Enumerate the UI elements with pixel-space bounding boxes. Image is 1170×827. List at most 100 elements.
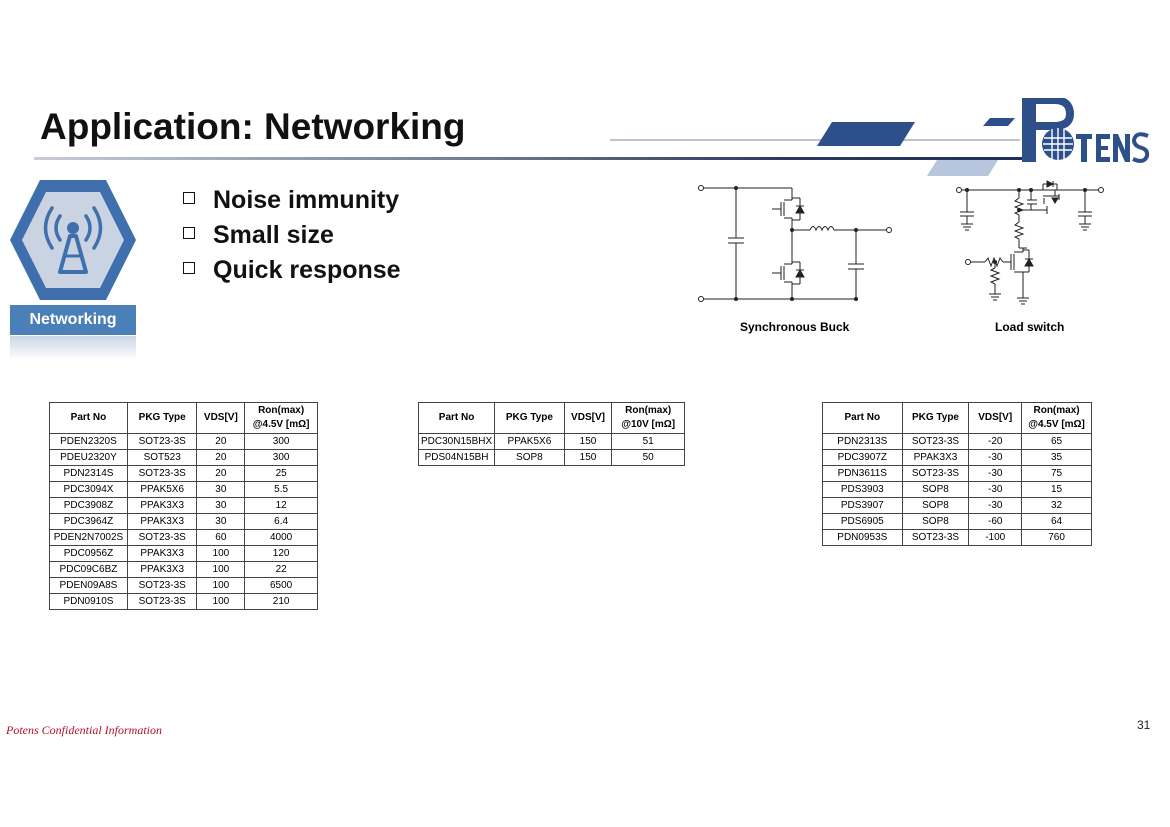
cell-pkg-type: SOP8 — [494, 449, 565, 466]
cell-ron: 300 — [244, 433, 318, 450]
cell-pkg-type: PPAK3X3 — [901, 449, 970, 466]
col-header-vds: VDS[V] — [196, 402, 246, 434]
col-header-vds: VDS[V] — [563, 402, 613, 434]
cell-ron: 35 — [1021, 449, 1092, 466]
cell-ron: 51 — [611, 433, 685, 450]
cell-ron: 210 — [244, 593, 318, 610]
cell-pkg-type: SOT23-3S — [901, 465, 970, 482]
table-header-row: Part No PKG Type VDS[V] Ron(max)@4.5V [m… — [49, 402, 318, 434]
synchronous-buck-schematic — [698, 185, 892, 302]
pch-parts-table-right: Part No PKG Type VDS[V] Ron(max)@4.5V [m… — [822, 402, 1092, 546]
cell-pkg-type: SOT23-3S — [126, 433, 198, 450]
col-header-pkg-type: PKG Type — [901, 402, 970, 434]
cell-ron: 5.5 — [244, 481, 318, 498]
bullet-item: Small size — [183, 221, 334, 250]
cell-pkg-type: SOT23-3S — [126, 593, 198, 610]
cell-vds: 60 — [196, 529, 246, 546]
cell-pkg-type: PPAK3X3 — [126, 561, 198, 578]
networking-label: Networking — [10, 305, 136, 335]
cell-pkg-type: SOP8 — [901, 481, 970, 498]
cell-ron: 75 — [1021, 465, 1092, 482]
cell-vds: 20 — [196, 449, 246, 466]
cell-part-no: PDN0910S — [49, 593, 128, 610]
cell-pkg-type: SOT523 — [126, 449, 198, 466]
cell-vds: -30 — [968, 497, 1023, 514]
cell-part-no: PDEN2320S — [49, 433, 128, 450]
cell-pkg-type: SOT23-3S — [901, 433, 970, 450]
cell-ron: 15 — [1021, 481, 1092, 498]
cell-pkg-type: SOT23-3S — [901, 529, 970, 546]
cell-part-no: PDC3964Z — [49, 513, 128, 530]
cell-part-no: PDC3094X — [49, 481, 128, 498]
cell-pkg-type: PPAK3X3 — [126, 513, 198, 530]
cell-ron: 22 — [244, 561, 318, 578]
cell-ron: 6500 — [244, 577, 318, 594]
checkbox-bullet-icon — [183, 262, 195, 275]
cell-vds: -30 — [968, 449, 1023, 466]
col-header-vds: VDS[V] — [968, 402, 1023, 434]
cell-pkg-type: PPAK5X6 — [126, 481, 198, 498]
cell-ron: 12 — [244, 497, 318, 514]
cell-part-no: PDEU2320Y — [49, 449, 128, 466]
cell-pkg-type: SOT23-3S — [126, 529, 198, 546]
cell-vds: 150 — [563, 433, 613, 450]
col-header-part-no: Part No — [822, 402, 903, 434]
cell-ron: 120 — [244, 545, 318, 562]
page-title: Application: Networking — [40, 106, 466, 147]
table-header-row: Part No PKG Type VDS[V] Ron(max)@4.5V [m… — [822, 402, 1092, 434]
cell-part-no: PDC30N15BHX — [417, 433, 496, 450]
cell-part-no: PDC3908Z — [49, 497, 128, 514]
cell-ron: 4000 — [244, 529, 318, 546]
cell-ron: 300 — [244, 449, 318, 466]
potens-logo — [1022, 98, 1150, 163]
col-header-part-no: Part No — [417, 402, 496, 434]
cell-vds: 100 — [196, 561, 246, 578]
cell-vds: -60 — [968, 513, 1023, 530]
col-header-pkg-type: PKG Type — [126, 402, 198, 434]
cell-pkg-type: SOP8 — [901, 513, 970, 530]
col-header-pkg-type: PKG Type — [494, 402, 565, 434]
cell-ron: 50 — [611, 449, 685, 466]
cell-vds: 20 — [196, 465, 246, 482]
cell-part-no: PDS3903 — [822, 481, 903, 498]
cell-part-no: PDN0953S — [822, 529, 903, 546]
cell-ron: 6.4 — [244, 513, 318, 530]
cell-vds: -100 — [968, 529, 1023, 546]
col-header-ron: Ron(max)@10V [mΩ] — [611, 402, 685, 434]
cell-part-no: PDC09C6BZ — [49, 561, 128, 578]
load-switch-caption: Load switch — [995, 320, 1065, 334]
cell-part-no: PDC0956Z — [49, 545, 128, 562]
cell-vds: 30 — [196, 481, 246, 498]
col-header-part-no: Part No — [49, 402, 128, 434]
bullet-item: Noise immunity — [183, 186, 399, 215]
cell-vds: -30 — [968, 465, 1023, 482]
cell-pkg-type: SOT23-3S — [126, 577, 198, 594]
cell-ron: 32 — [1021, 497, 1092, 514]
icon-reflection — [10, 336, 136, 360]
checkbox-bullet-icon — [183, 227, 195, 240]
cell-vds: 100 — [196, 545, 246, 562]
header-stripes — [610, 118, 1020, 176]
page-number: 31 — [1137, 718, 1151, 732]
col-header-ron: Ron(max)@4.5V [mΩ] — [1021, 402, 1092, 434]
cell-vds: 150 — [563, 449, 613, 466]
cell-part-no: PDS04N15BH — [417, 449, 496, 466]
cell-ron: 65 — [1021, 433, 1092, 450]
cell-pkg-type: SOT23-3S — [126, 465, 198, 482]
synchronous-buck-caption: Synchronous Buck — [740, 320, 850, 334]
cell-vds: 100 — [196, 577, 246, 594]
